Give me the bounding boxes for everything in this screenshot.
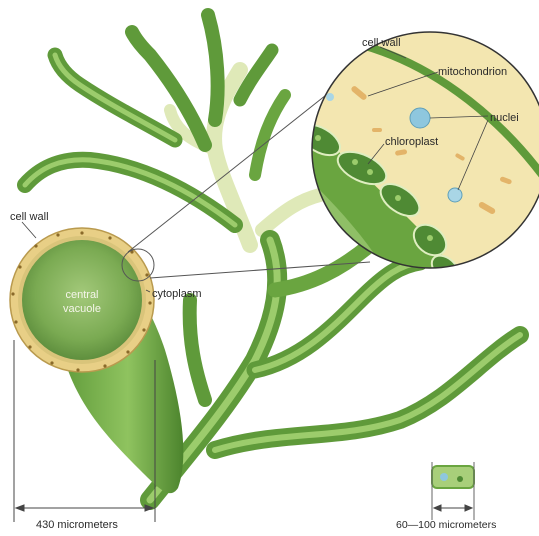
label-central-vacuole-1: central bbox=[65, 289, 98, 301]
label-chloroplast: chloroplast bbox=[385, 136, 438, 148]
label-cytoplasm: cytoplasm bbox=[152, 288, 202, 300]
label-cell-wall-left: cell wall bbox=[10, 211, 49, 223]
label-mitochondrion: mitochondrion bbox=[438, 66, 507, 78]
label-scale-large: 430 micrometers bbox=[36, 519, 118, 531]
small-cell bbox=[432, 462, 474, 520]
label-nuclei: nuclei bbox=[490, 112, 519, 124]
label-scale-small: 60—100 micrometers bbox=[396, 519, 496, 531]
label-central-vacuole-2: vacuole bbox=[63, 303, 101, 315]
bulb-cell bbox=[10, 228, 183, 493]
leader-cell-wall-left bbox=[22, 222, 36, 238]
scale-bar-small bbox=[434, 505, 472, 511]
label-inset-cell-wall: cell wall bbox=[362, 37, 401, 49]
filament-top-4 bbox=[255, 95, 285, 175]
filament-lower-left bbox=[190, 300, 205, 400]
filament-pale-2 bbox=[262, 195, 320, 230]
filament-top-2 bbox=[208, 15, 218, 120]
